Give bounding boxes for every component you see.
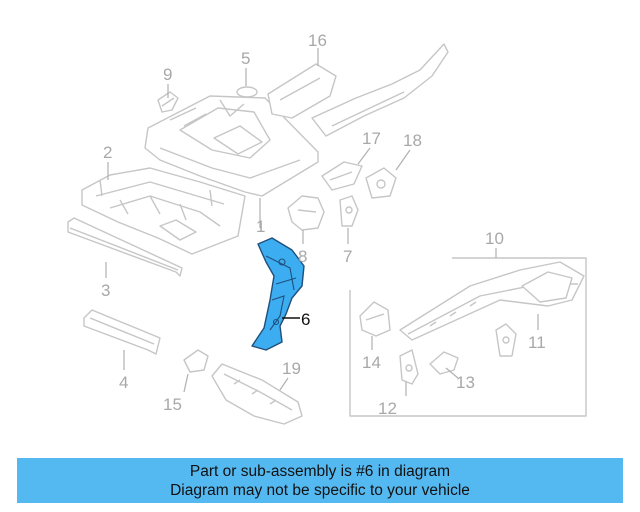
callout-17: 17 bbox=[362, 129, 381, 148]
banner-line-disclaimer: Diagram may not be specific to your vehi… bbox=[170, 482, 470, 499]
callout-1: 1 bbox=[256, 217, 265, 236]
callout-10: 10 bbox=[485, 229, 504, 248]
callout-3: 3 bbox=[101, 281, 110, 300]
callout-12: 12 bbox=[378, 399, 397, 418]
callout-8: 8 bbox=[298, 247, 307, 266]
part-14-bracket bbox=[359, 301, 391, 337]
part-1-rear-floor-pan bbox=[144, 95, 319, 197]
part-18-bracket bbox=[365, 167, 397, 199]
part-16-rear-frame bbox=[267, 43, 449, 137]
part-12-plate bbox=[399, 349, 419, 385]
callout-labels: 1 2 3 4 5 6 7 8 9 10 11 12 13 14 15 16 1… bbox=[101, 31, 546, 418]
part-8-gusset bbox=[287, 195, 325, 231]
callout-16: 16 bbox=[308, 31, 327, 50]
banner-line-part-number: Part or sub-assembly is #6 in diagram bbox=[189, 463, 451, 480]
callout-7: 7 bbox=[343, 247, 352, 266]
part-2-center-floor bbox=[81, 167, 246, 255]
callout-13: 13 bbox=[456, 373, 475, 392]
part-3-crossmember bbox=[67, 217, 183, 277]
part-17-bracket bbox=[321, 161, 363, 191]
callout-5: 5 bbox=[241, 49, 250, 68]
callout-19: 19 bbox=[282, 359, 301, 378]
leader-lines bbox=[105, 48, 539, 396]
callout-18: 18 bbox=[403, 131, 422, 150]
callout-11: 11 bbox=[528, 333, 546, 352]
callout-15: 15 bbox=[163, 395, 182, 414]
part-10-side-member-group bbox=[349, 257, 587, 417]
part-19-rear-panel bbox=[211, 363, 303, 425]
part-13-bracket bbox=[429, 351, 459, 375]
callout-14: 14 bbox=[362, 353, 381, 372]
callout-2: 2 bbox=[103, 143, 112, 162]
part-5-plug bbox=[236, 86, 258, 98]
callout-4: 4 bbox=[119, 373, 128, 392]
part-15-clip bbox=[183, 349, 209, 373]
info-banner: Part or sub-assembly is #6 in diagram Di… bbox=[17, 458, 623, 503]
callout-6: 6 bbox=[301, 310, 310, 329]
part-7-bracket bbox=[339, 195, 359, 227]
parts-diagram: 1 2 3 4 5 6 7 8 9 10 11 12 13 14 15 16 1… bbox=[67, 31, 587, 425]
part-6-highlighted[interactable] bbox=[251, 237, 305, 351]
part-4-reinforcement bbox=[83, 309, 161, 355]
callout-9: 9 bbox=[163, 65, 172, 84]
